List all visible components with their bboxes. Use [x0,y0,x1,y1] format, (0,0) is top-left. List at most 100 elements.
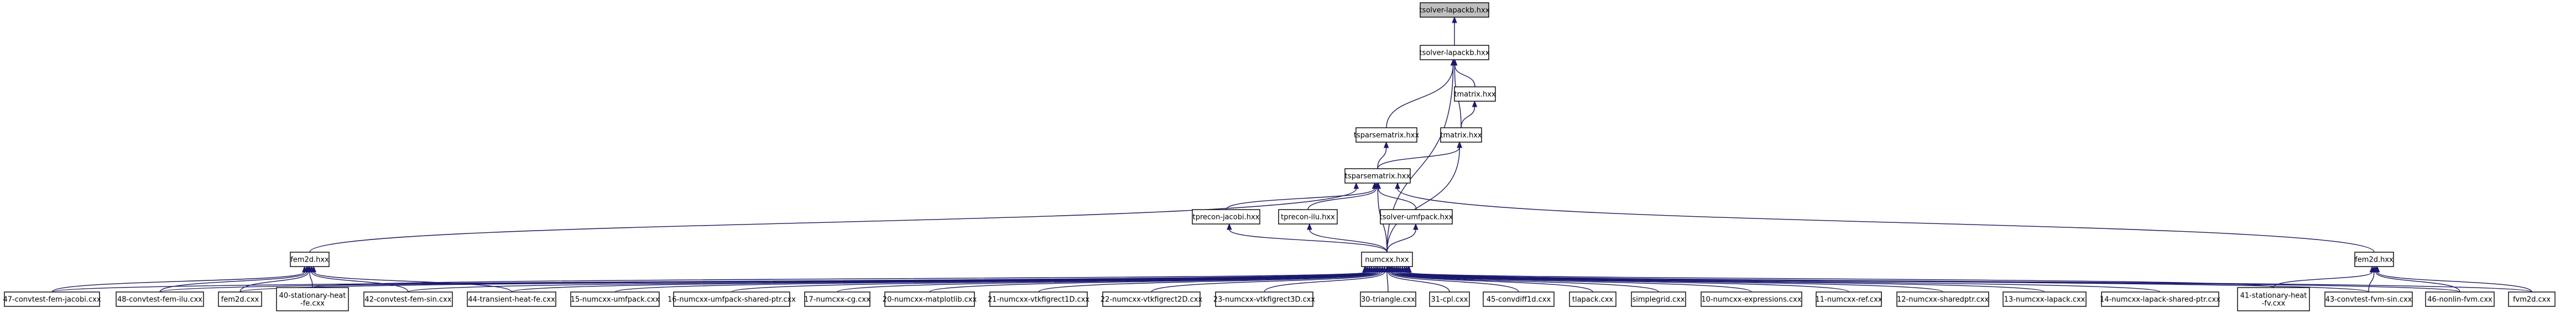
graph-node-b14[interactable]: 30-triangle.cxx [1360,291,1416,307]
node-label: tprecon-ilu.hxx [1281,213,1335,222]
graph-edge [1307,182,1379,210]
node-label: simplegrid.cxx [1632,296,1685,304]
graph-edge [1452,16,1457,45]
graph-node-b23[interactable]: 14-numcxx-lapack-shared-ptr.cxx [2100,291,2220,307]
node-label: 22-numcxx-vtkfigrect2D.cxx [1101,296,1203,304]
node-label: fem2d.cxx [221,296,259,304]
node-label: tmatrix.hxx [1440,132,1482,140]
graph-edge [311,265,512,293]
graph-node-b27[interactable]: fvm2d.cxx [2508,291,2556,307]
node-box [1569,291,1616,307]
graph-node-tsolverumfpack[interactable]: tsolver-umfpack.hxx [1380,209,1453,225]
node-label: 10-numcxx-expressions.cxx [1701,296,1801,304]
graph-node-numcxx[interactable]: numcxx.hxx [1361,252,1413,267]
node-box [804,291,870,307]
node-label: -fv.cxx [2262,300,2286,308]
graph-node-b10[interactable]: 20-numcxx-matplotlib.cxx [883,291,977,307]
node-box [1380,209,1453,225]
graph-node-b22[interactable]: 13-numcxx-lapack.cxx [2003,291,2087,307]
graph-node-root[interactable]: tsolver-lapackb.hxx [1420,2,1490,18]
graph-node-b19[interactable]: 10-numcxx-expressions.cxx [1701,291,1802,307]
graph-node-b18[interactable]: simplegrid.cxx [1631,291,1686,307]
graph-node-b26[interactable]: 46-nonlin-fvm.cxx [2425,291,2495,307]
graph-node-b2[interactable]: 48-convtest-fem-ilu.cxx [116,291,204,307]
node-label: 44-transient-heat-fe.cxx [468,296,555,304]
graph-node-b16[interactable]: 45-convdiff1d.cxx [1483,291,1555,307]
graph-edge [1377,141,1389,169]
node-label: tsolver-lapackb.hxx [1420,7,1490,15]
node-box [1420,2,1489,18]
node-box [4,291,100,307]
graph-node-b1[interactable]: 47-convtest-fem-jacobi.cxx [3,291,101,307]
node-box [1454,86,1496,102]
graph-node-b8[interactable]: 16-numcxx-umfpack-shared-ptr.cxx [668,291,796,307]
graph-node-b15[interactable]: 31-cpl.cxx [1429,291,1470,307]
graph-node-fem2dl[interactable]: fem2d.hxx [290,252,330,267]
node-label: -fe.cxx [300,300,325,308]
node-box [673,291,790,307]
node-box [1361,252,1413,267]
graph-node-tlapackb[interactable]: tsolver-lapackb.hxx [1420,45,1490,60]
node-label: 48-convtest-fem-ilu.cxx [117,296,202,304]
graph-node-tpreconilu[interactable]: tprecon-ilu.hxx [1278,209,1338,225]
node-box [363,291,453,307]
node-box [2425,291,2495,307]
graph-edge [1307,223,1388,253]
graph-node-b13[interactable]: 23-numcxx-vtkfigrect3D.cxx [1213,291,1316,307]
node-box [1701,291,1802,307]
graph-node-b3[interactable]: fem2d.cxx [218,291,262,307]
node-box [2003,291,2087,307]
graph-node-b11[interactable]: 21-numcxx-vtkfigrect1D.cxx [988,291,1090,307]
node-label: tmatrix.hxx [1454,91,1496,99]
node-label: 46-nonlin-fvm.cxx [2427,296,2492,304]
graph-node-b21[interactable]: 12-numcxx-sharedptr.cxx [1896,291,1989,307]
node-label: tprecon-jacobi.hxx [1193,213,1260,222]
graph-node-b17[interactable]: tlapack.cxx [1569,291,1616,307]
graph-node-tmatrix2[interactable]: tmatrix.hxx [1440,127,1482,143]
graph-node-b7[interactable]: 15-numcxx-umfpack.cxx [570,291,660,307]
node-label: fvm2d.cxx [2513,296,2551,304]
node-label: 42-convtest-fem-sin.cxx [364,296,451,304]
node-box [1360,291,1416,307]
node-label: fem2d.hxx [290,256,329,264]
graph-node-tsparsematrix2[interactable]: tsparsematrix.hxx [1344,168,1411,184]
node-label: 11-numcxx-ref.cxx [1816,296,1883,304]
node-label: fem2d.hxx [2355,256,2394,264]
node-box [1192,209,1260,225]
graph-edge [1226,182,1378,210]
node-box [1215,291,1313,307]
node-box [989,291,1088,307]
graph-node-b9[interactable]: 17-numcxx-cg.cxx [804,291,870,307]
graph-node-b6[interactable]: 44-transient-heat-fe.cxx [467,291,556,307]
graph-node-b24[interactable]: 41-stationary-heat-fv.cxx [2237,287,2310,311]
node-label: tsparsematrix.hxx [1354,132,1420,140]
node-box [290,252,330,267]
graph-node-b12[interactable]: 22-numcxx-vtkfigrect2D.cxx [1101,291,1203,307]
node-box [1896,291,1989,307]
graph-node-b25[interactable]: 43-convtest-fvm-sin.cxx [2324,291,2413,307]
graph-edge [2374,265,2532,293]
node-box [1344,168,1411,184]
graph-node-b4[interactable]: 40-stationary-heat-fe.cxx [276,287,349,311]
graph-node-fem2dr[interactable]: fem2d.hxx [2354,252,2394,267]
node-box [1816,291,1882,307]
node-box [1102,291,1201,307]
graph-node-tsparsematrix[interactable]: tsparsematrix.hxx [1354,127,1420,143]
node-label: 12-numcxx-sharedptr.cxx [1897,296,1989,304]
node-label: 45-convdiff1d.cxx [1487,296,1551,304]
node-label: tsolver-lapackb.hxx [1420,49,1490,58]
graph-node-b5[interactable]: 42-convtest-fem-sin.cxx [363,291,453,307]
graph-node-tmatrix[interactable]: tmatrix.hxx [1454,86,1496,102]
graph-edge [1395,182,2375,253]
graph-nodes: tsolver-lapackb.hxx tsolver-lapackb.hxx tm… [3,2,2556,311]
node-box [1429,291,1470,307]
graph-edges [51,16,2532,293]
graph-node-tpreconjacobi[interactable]: tprecon-jacobi.hxx [1192,209,1260,225]
graph-edge [1406,265,2532,293]
graph-edge [1227,223,1388,253]
graph-edge [1461,100,1478,128]
node-label: 40-stationary-heat [279,292,346,300]
node-box [2237,287,2310,311]
node-label: 31-cpl.cxx [1431,296,1468,304]
graph-node-b20[interactable]: 11-numcxx-ref.cxx [1816,291,1883,307]
